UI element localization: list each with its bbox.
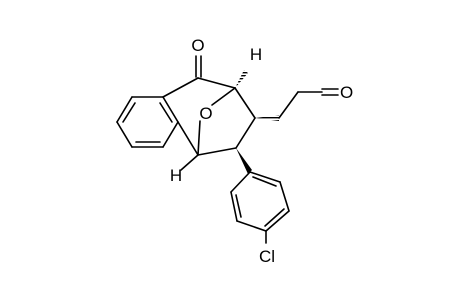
bond-cp2-cp3: [230, 191, 238, 222]
stereo-bonds: [235, 70, 279, 174]
ketone-oxygen-label: O: [191, 36, 204, 55]
bridge-bond-bottom: [197, 120, 201, 156]
hydrogen-bottom-label: H: [170, 166, 182, 185]
bond-ch-chaaryl: [235, 117, 256, 149]
bond-bridgehead2-ar6: [177, 121, 199, 156]
bridge-bond-top: [211, 87, 236, 106]
bond-ar6-ar1: [162, 96, 179, 123]
chlorophenyl-inner-bond-3: [252, 176, 277, 187]
hydrogen-top-label: H: [250, 45, 262, 64]
bond-ar2-ar3: [116, 96, 133, 123]
bond-h-bottom: [180, 154, 199, 171]
chlorophenyl-inner-bond-2: [264, 208, 285, 227]
bond-carbonyl-bridgehead: [197, 77, 236, 89]
hashed-bond-h-top: [235, 70, 248, 88]
hashed-bond-to-ch2: [255, 115, 279, 121]
bond-bridgehead-ch: [234, 87, 256, 119]
bond-chaaryl-bridgehead2: [197, 147, 237, 156]
atom-labels: O O O H H Cl: [170, 36, 353, 266]
bond-cp4-cp5: [265, 210, 290, 232]
bond-cp5-cp6: [279, 181, 290, 212]
bridge-oxygen-label: O: [199, 104, 212, 123]
aromatic-inner-bond-1: [122, 102, 136, 123]
bond-ar5-ar6: [162, 121, 179, 148]
wedge-bond-to-aryl: [236, 148, 252, 174]
aldehyde-oxygen-label: O: [340, 83, 353, 102]
aromatic-inner-bond-3: [159, 102, 173, 123]
bond-cp6-cp1: [249, 171, 281, 183]
bond-ch2: [278, 91, 299, 119]
chlorophenyl-inner-bond-1: [235, 194, 242, 218]
bond-ar1-carbonyl: [162, 77, 199, 98]
bond-cp3-cp4: [236, 220, 267, 232]
bond-cp1-cp2: [230, 171, 251, 193]
bond-lines: [116, 55, 339, 244]
bond-ar3-ar4: [116, 121, 133, 148]
chlorine-label: Cl: [259, 247, 275, 266]
